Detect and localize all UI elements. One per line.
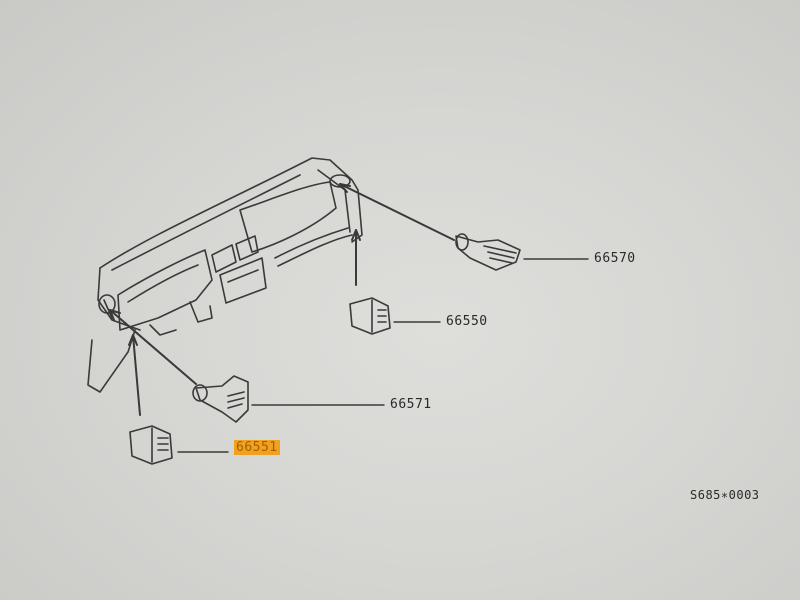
arrows [109,183,455,416]
grille-66551 [129,425,173,465]
diagram-reference-code: S685∗0003 [690,488,760,502]
grille-66550 [349,297,391,335]
arrow-66570 [339,183,455,241]
part-label-66571: 66571 [390,397,432,412]
arrowhead-66570 [339,183,351,193]
part-label-66551-highlighted: 66551 [234,440,280,455]
dashboard-outline [87,157,363,393]
duct-66570 [455,233,521,271]
arrow-66571 [109,309,197,385]
arrowhead-66551 [128,334,138,346]
part-label-66550: 66550 [446,314,488,329]
arrowhead-66550 [351,229,361,241]
leader-lines [177,258,589,453]
arrowhead-66571 [109,309,121,321]
dash-side-vent-right [329,174,351,188]
arrow-66551 [132,334,141,416]
part-label-66570: 66570 [594,251,636,266]
duct-66571 [192,375,249,423]
dash-side-vent-left [98,294,116,314]
